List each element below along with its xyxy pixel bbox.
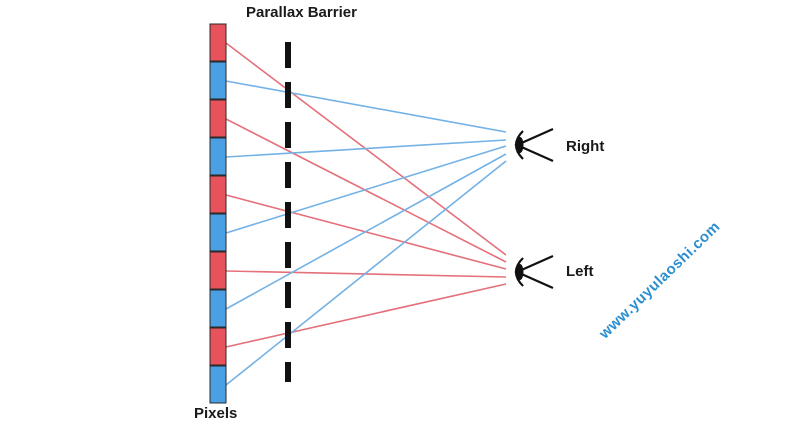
eye-pupil xyxy=(516,137,524,153)
ray-to-left-eye xyxy=(225,118,507,263)
eye-cornea xyxy=(514,130,524,160)
eye-pupil xyxy=(516,264,524,280)
blue-pixel xyxy=(209,61,227,100)
ray-to-right-eye xyxy=(225,139,507,158)
ray-to-right-eye xyxy=(225,145,507,234)
eye-cornea xyxy=(514,257,524,287)
ray-to-left-eye xyxy=(225,283,507,348)
blue-pixel xyxy=(209,289,227,328)
right-eye-label: Right xyxy=(566,138,605,155)
red-pixel xyxy=(209,251,227,290)
blue-pixel xyxy=(209,365,227,404)
left-eye-icon xyxy=(514,254,554,290)
left-eye-label: Left xyxy=(566,263,594,280)
red-pixel xyxy=(209,327,227,366)
ray-to-right-eye xyxy=(225,153,507,310)
red-pixel xyxy=(209,99,227,138)
red-pixel xyxy=(209,23,227,62)
blue-pixel xyxy=(209,137,227,176)
ray-to-right-eye xyxy=(225,160,507,386)
barrier-title-label: Parallax Barrier xyxy=(246,4,357,21)
right-eye-icon xyxy=(514,127,554,163)
ray-to-right-eye xyxy=(225,80,507,133)
blue-pixel xyxy=(209,213,227,252)
pixels-label: Pixels xyxy=(194,405,238,422)
red-pixel xyxy=(209,175,227,214)
